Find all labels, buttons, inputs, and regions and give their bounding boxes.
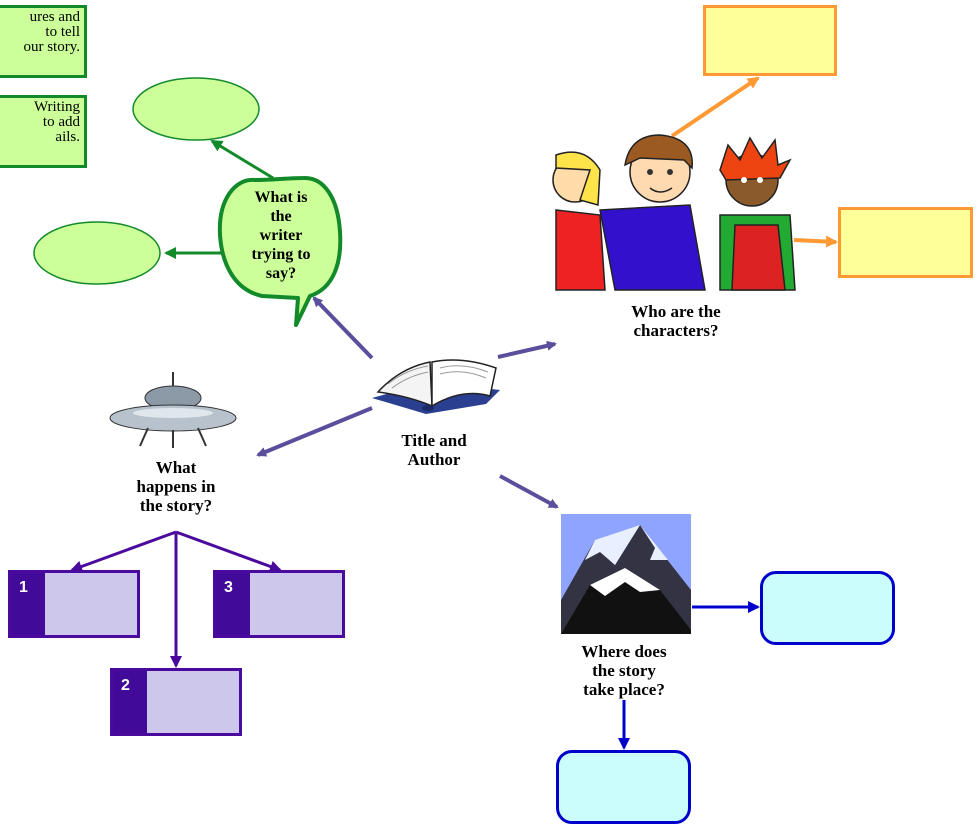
plot-box-3-number: 3	[224, 579, 233, 596]
arrow-to-writer	[312, 296, 374, 360]
arrow-char-to-box-right	[793, 235, 838, 248]
arrow-to-plot	[256, 406, 373, 457]
characters-clipart-icon	[552, 134, 796, 291]
setting-box-bottom	[556, 750, 691, 824]
plot-label: What happens in the story?	[136, 458, 216, 515]
character-box-top	[703, 5, 837, 76]
mountain-icon	[561, 514, 691, 634]
oval-top	[132, 77, 260, 141]
plot-box-1-number: 1	[19, 579, 28, 596]
oval-left	[33, 221, 161, 285]
plot-box-2-number: 2	[121, 677, 130, 694]
arrow-to-setting	[499, 474, 559, 509]
arrow-writer-to-oval-top	[210, 139, 274, 180]
arrow-plot-to-box-1	[70, 530, 177, 573]
writer-label: What is the writer trying to say?	[251, 189, 311, 282]
plot-box-3-tab	[216, 573, 250, 635]
setting-box-right	[760, 571, 895, 645]
note-top: ures and to tell our story.	[0, 5, 87, 78]
plot-box-2: 2	[110, 668, 242, 736]
setting-label: Where does the story take place?	[581, 642, 667, 699]
arrow-to-characters	[497, 340, 557, 359]
character-box-right	[838, 207, 973, 278]
plot-box-1-tab	[11, 573, 45, 635]
center-label: Title and Author	[401, 431, 467, 469]
characters-label: Who are the characters?	[631, 302, 721, 340]
note-top-text: ures and to tell our story.	[23, 9, 80, 55]
plot-box-2-tab	[113, 671, 147, 733]
note-writing: Writing to add ails.	[0, 95, 87, 168]
flying-saucer-icon	[109, 372, 237, 448]
arrow-plot-to-box-3	[175, 530, 282, 573]
arrow-char-to-box-top	[670, 76, 760, 138]
writer-speech-bubble	[217, 176, 343, 327]
plot-box-3: 3	[213, 570, 345, 638]
open-book-icon	[372, 359, 500, 414]
note-writing-text: Writing to add ails.	[33, 99, 80, 145]
plot-box-1: 1	[8, 570, 140, 638]
